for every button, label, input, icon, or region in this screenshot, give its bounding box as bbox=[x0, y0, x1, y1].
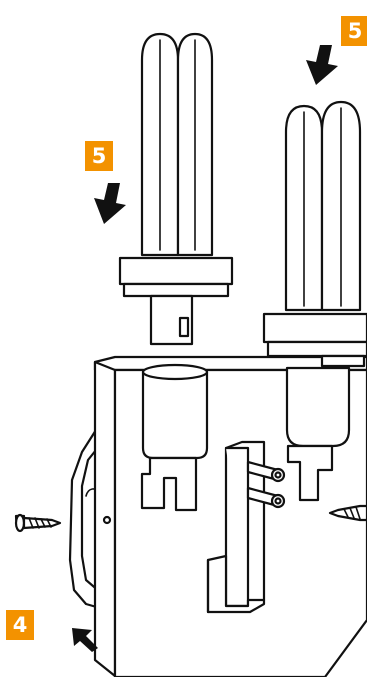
step-badge-4: 4 bbox=[6, 610, 34, 640]
step-badge-5-right: 5 bbox=[341, 16, 367, 46]
step-number: 5 bbox=[92, 144, 107, 168]
step-badge-5-left: 5 bbox=[85, 141, 113, 171]
left-lamp bbox=[120, 34, 232, 344]
arrow-down-icon bbox=[306, 45, 338, 85]
arrow-down-icon bbox=[94, 183, 126, 224]
step-number: 5 bbox=[348, 19, 363, 43]
screw-icon bbox=[16, 515, 60, 531]
step-number: 4 bbox=[13, 613, 28, 637]
right-lamp bbox=[264, 102, 367, 366]
